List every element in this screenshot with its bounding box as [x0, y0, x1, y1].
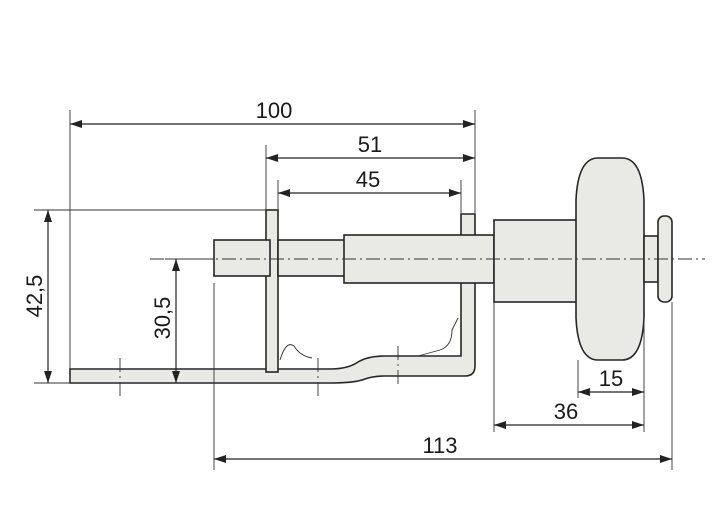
bushing [493, 219, 579, 303]
dim-label-42-5: 42,5 [22, 275, 47, 318]
rear-upright [265, 209, 279, 373]
shaft-mid [277, 239, 347, 277]
dim-label-45: 45 [356, 167, 380, 192]
dim-label-36: 36 [554, 399, 578, 424]
dim-label-15: 15 [599, 366, 623, 391]
dimension-lines [44, 120, 672, 463]
dimension-labels: 100 51 45 42,5 30,5 113 36 15 [22, 98, 623, 458]
shaft-rear [213, 239, 271, 277]
mounting-bracket [69, 213, 476, 384]
dim-label-51: 51 [358, 132, 382, 157]
dim-label-113: 113 [422, 433, 457, 458]
dim-label-100: 100 [256, 98, 293, 123]
dim-label-30-5: 30,5 [150, 297, 175, 340]
latch-assembly [69, 157, 705, 398]
extension-lines [34, 110, 673, 470]
right-rib [417, 317, 459, 357]
left-rib [279, 344, 313, 361]
